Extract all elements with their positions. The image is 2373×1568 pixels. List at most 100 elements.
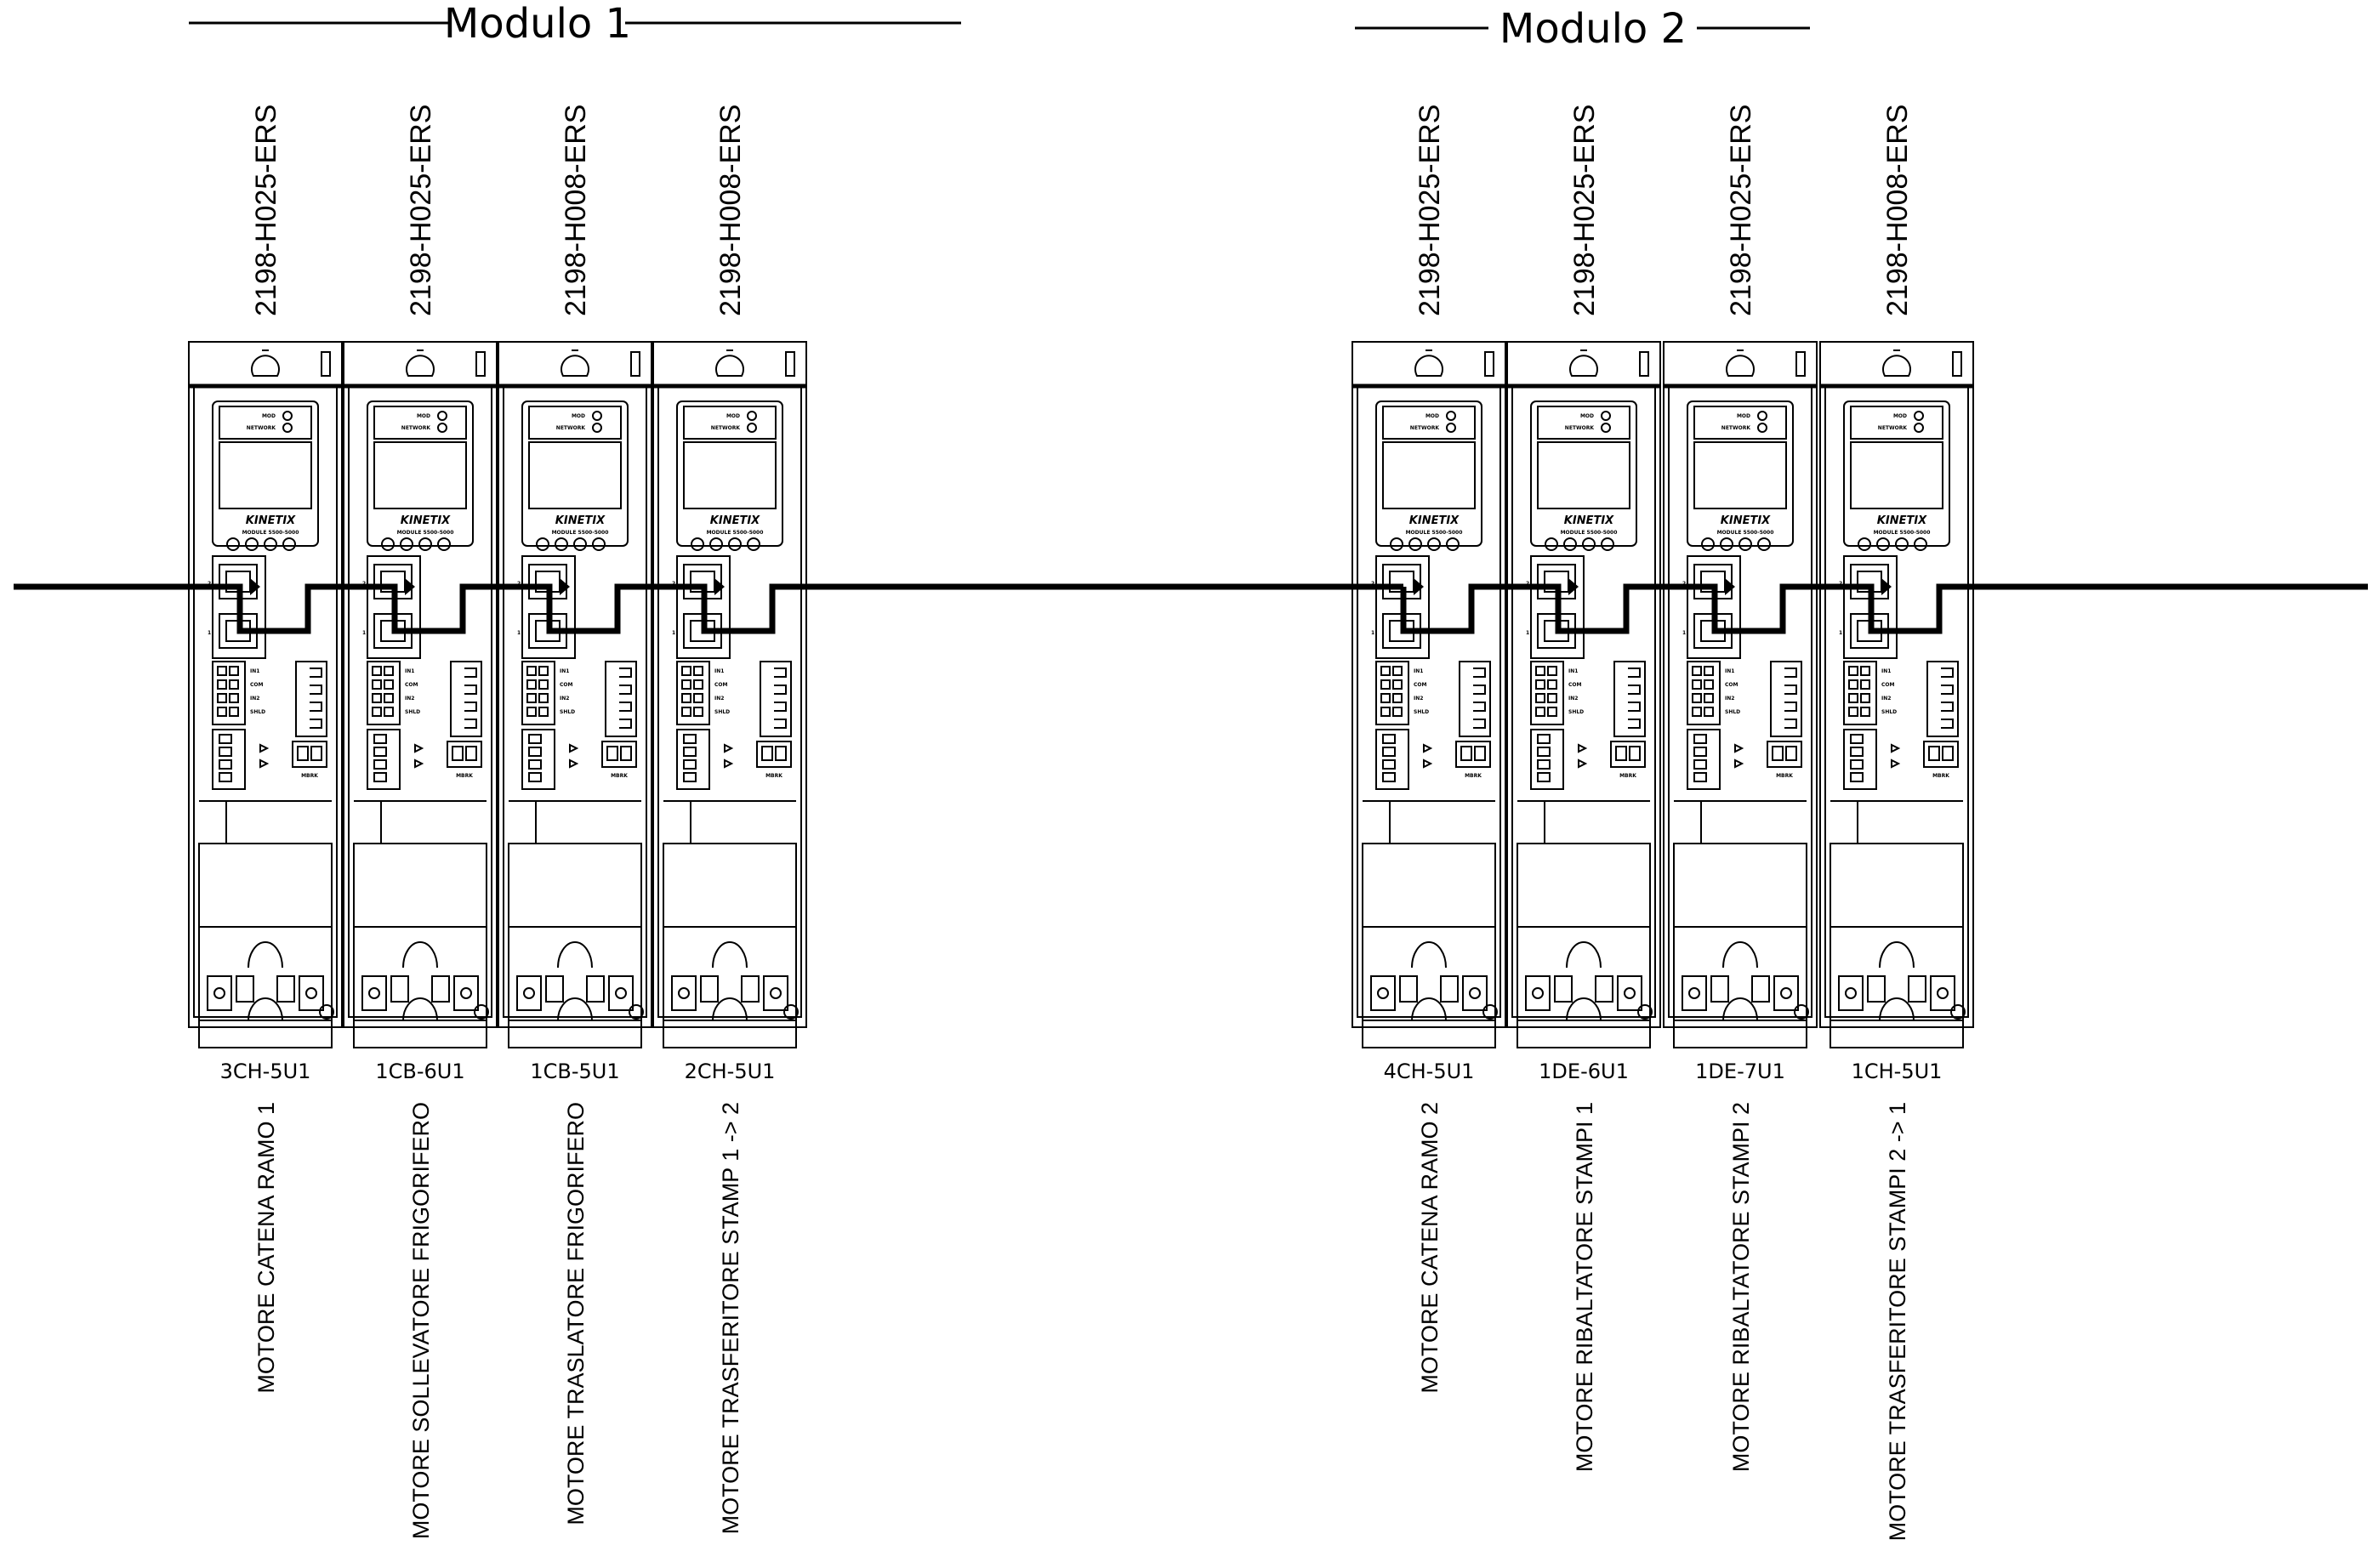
safety-connector (367, 729, 401, 790)
keypad-button-icon (1408, 537, 1422, 551)
port-frame (1375, 555, 1430, 659)
io-connector (1530, 661, 1564, 725)
terminal-screw-icon (770, 987, 782, 999)
led-label: NETWORK (247, 425, 276, 431)
terminal-block (1673, 926, 1807, 1021)
group-title: Modulo 2 (1499, 5, 1687, 53)
drive-model-label: 2198-H008-ERS (1881, 105, 1914, 316)
cable-arrow-icon (405, 578, 415, 595)
io-label: SHLD (1568, 709, 1584, 715)
io-label: SHLD (1414, 709, 1429, 715)
drive-tag-label: 4CH-5U1 (1384, 1060, 1475, 1083)
port-number: 1 (672, 630, 675, 636)
brake-connector (1610, 741, 1646, 768)
keypad-button-icon (1601, 537, 1614, 551)
port-frame (521, 555, 576, 659)
terminal-block (663, 926, 797, 1021)
drive-tag-label: 1CB-6U1 (375, 1060, 464, 1083)
ground-screw-icon (783, 1004, 799, 1020)
io-connector (367, 661, 401, 725)
brand-logo: KINETIX (710, 514, 760, 527)
drive-description-label: MOTORE CATENA RAMO 2 (1417, 1102, 1443, 1394)
ground-screw-icon (1482, 1004, 1498, 1020)
motor-connector (1613, 661, 1646, 737)
mounting-keyhole-icon (1569, 355, 1598, 377)
keypad-button-icon (245, 537, 259, 551)
port-number: 1 (362, 630, 366, 636)
cable-arrow-icon (1568, 578, 1579, 595)
brand-logo: KINETIX (1877, 514, 1927, 527)
io-label: COM (1881, 682, 1895, 688)
io-label: IN1 (560, 668, 569, 674)
port-number: 1 (1682, 630, 1686, 636)
port-frame (212, 555, 266, 659)
io-label: IN2 (405, 696, 414, 702)
keypad-button-icon (728, 537, 742, 551)
drive-tag-label: 1CB-5U1 (530, 1060, 619, 1083)
keypad-button-icon (1427, 537, 1441, 551)
keypad-button-icon (418, 537, 432, 551)
led-label: MOD (1580, 413, 1594, 419)
drive-description-label: MOTORE SOLLEVATORE FRIGORIFERO (408, 1102, 434, 1539)
module-label: MODULE 5500-5000 (397, 530, 454, 536)
module-label: MODULE 5500-5000 (242, 530, 299, 536)
drive-model-label: 2198-H008-ERS (714, 105, 747, 316)
keypad-button-icon (1701, 537, 1715, 551)
drive-housing (188, 341, 343, 1028)
keypad-button-icon (573, 537, 587, 551)
cable-arrow-icon (714, 578, 725, 595)
brand-logo: KINETIX (246, 514, 296, 527)
keypad-button-icon (400, 537, 413, 551)
drive-model-label: 2198-H025-ERS (1725, 105, 1757, 316)
io-connector (1687, 661, 1721, 725)
io-label: SHLD (405, 709, 420, 715)
io-label: IN2 (714, 696, 724, 702)
module-label: MODULE 5500-5000 (1561, 530, 1618, 536)
brake-label: MBRK (456, 773, 473, 779)
terminal-block (353, 926, 487, 1021)
mounting-keyhole-icon (1882, 355, 1911, 377)
port-number: 1 (1371, 630, 1374, 636)
status-led-icon (592, 411, 602, 421)
led-label: NETWORK (1721, 425, 1751, 431)
keypad-button-icon (555, 537, 568, 551)
io-connector (1843, 661, 1877, 725)
port-frame (1530, 555, 1585, 659)
led-label: MOD (572, 413, 585, 419)
keypad-button-icon (592, 537, 606, 551)
led-label: NETWORK (556, 425, 586, 431)
lcd-display (683, 441, 777, 509)
status-led-icon (1601, 411, 1611, 421)
io-label: IN1 (250, 668, 259, 674)
brake-connector (1767, 741, 1802, 768)
port-number: 1 (517, 630, 521, 636)
brake-connector (1455, 741, 1491, 768)
terminal-screw-icon (1469, 987, 1481, 999)
terminal-screw-icon (523, 987, 535, 999)
status-led-icon (747, 423, 757, 433)
port-number: 1 (1839, 630, 1842, 636)
safety-connector (1375, 729, 1409, 790)
brand-logo: KINETIX (1564, 514, 1614, 527)
mounting-keyhole-icon (251, 355, 280, 377)
status-led-icon (747, 411, 757, 421)
keypad-button-icon (1720, 537, 1733, 551)
status-led-icon (1757, 411, 1767, 421)
keypad-button-icon (1563, 537, 1577, 551)
motor-connector (295, 661, 327, 737)
keypad-button-icon (1876, 537, 1890, 551)
drive-tag-label: 1CH-5U1 (1852, 1060, 1943, 1083)
io-label: COM (1414, 682, 1427, 688)
drive-housing (498, 341, 652, 1028)
brake-label: MBRK (611, 773, 628, 779)
mounting-keyhole-icon (1414, 355, 1443, 377)
drive-housing (1663, 341, 1818, 1028)
cable-arrow-icon (560, 578, 570, 595)
led-label: NETWORK (401, 425, 431, 431)
brake-label: MBRK (765, 773, 782, 779)
safety-connector (212, 729, 246, 790)
